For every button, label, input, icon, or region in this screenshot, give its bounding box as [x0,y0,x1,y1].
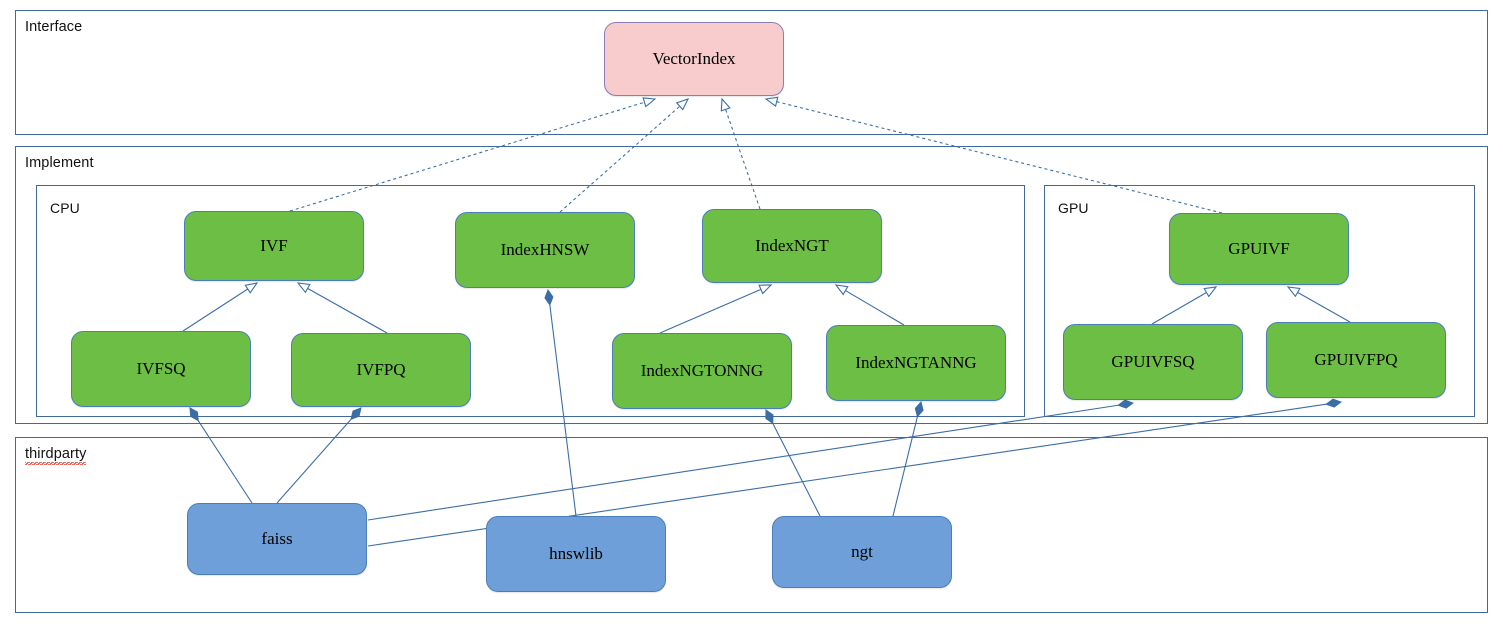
node-ivfsq[interactable]: IVFSQ [71,331,251,407]
frame-label-thirdparty-text: thirdparty [25,446,87,465]
node-indexngt[interactable]: IndexNGT [702,209,882,283]
node-gpuivfpq[interactable]: GPUIVFPQ [1266,322,1446,398]
frame-label-thirdparty: thirdparty [25,446,87,465]
node-ivfpq[interactable]: IVFPQ [291,333,471,407]
node-faiss[interactable]: faiss [187,503,367,575]
frame-interface [15,10,1488,135]
node-ivf[interactable]: IVF [184,211,364,281]
node-indexngtonng[interactable]: IndexNGTONNG [612,333,792,409]
node-hnswlib[interactable]: hnswlib [486,516,666,592]
frame-cpu [36,185,1025,417]
frame-label-implement: Implement [25,155,94,171]
frame-label-gpu: GPU [1058,200,1089,216]
frame-label-cpu: CPU [50,200,80,216]
frame-implement [15,146,1488,424]
node-gpuivf[interactable]: GPUIVF [1169,213,1349,285]
frame-thirdparty [15,437,1488,613]
node-indexhnsw[interactable]: IndexHNSW [455,212,635,288]
frame-label-interface: Interface [25,19,83,35]
node-vectorindex[interactable]: VectorIndex [604,22,784,96]
node-ngt[interactable]: ngt [772,516,952,588]
node-indexngtanng[interactable]: IndexNGTANNG [826,325,1006,401]
node-gpuivfsq[interactable]: GPUIVFSQ [1063,324,1243,400]
frame-gpu [1044,185,1475,417]
